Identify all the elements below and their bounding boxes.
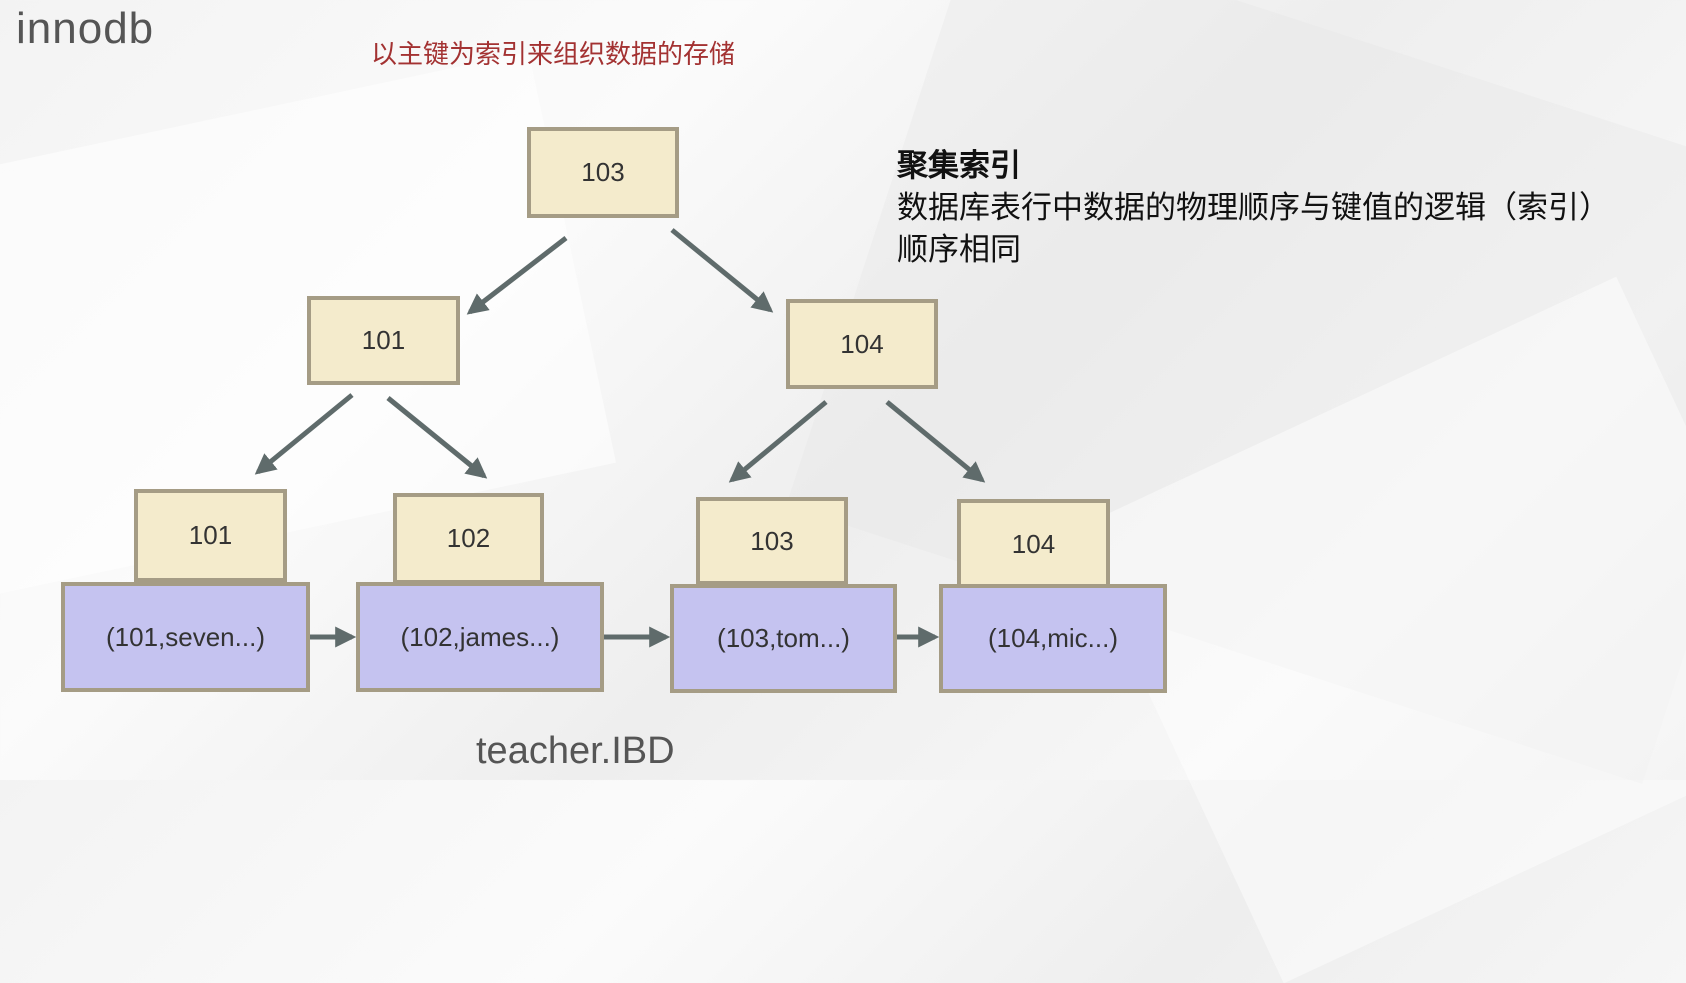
leaf-key: 104 [957,499,1110,589]
tree-arrow [670,228,774,313]
description-line: 数据库表行中数据的物理顺序与键值的逻辑（索引） [897,190,1610,226]
slide-title: innodb [16,4,155,53]
leaf-row: (101,seven...) [61,582,310,692]
arrows-layer [254,228,986,648]
tree-arrow [466,236,568,315]
tree-arrow [885,400,986,483]
leaf-key: 102 [393,493,544,584]
description-block: 聚集索引 数据库表行中数据的物理顺序与键值的逻辑（索引） 顺序相同 [897,145,1610,271]
leaf-row: (103,tom...) [670,584,897,693]
leaf-row: (102,james...) [356,582,604,692]
tree-arrow [728,400,828,483]
branch-node: 101 [307,296,460,385]
root-node: 103 [527,127,679,218]
branch-node: 104 [786,299,938,389]
tree-arrow [386,396,488,479]
tree-arrow [254,393,354,475]
leaf-key: 101 [134,489,287,582]
leaf-row: (104,mic...) [939,584,1167,693]
description-line: 顺序相同 [897,232,1021,268]
description-heading: 聚集索引 [897,148,1021,184]
file-label: teacher.IBD [476,730,675,772]
leaf-key: 103 [696,497,848,585]
slide-subtitle: 以主键为索引来组织数据的存储 [371,40,736,70]
